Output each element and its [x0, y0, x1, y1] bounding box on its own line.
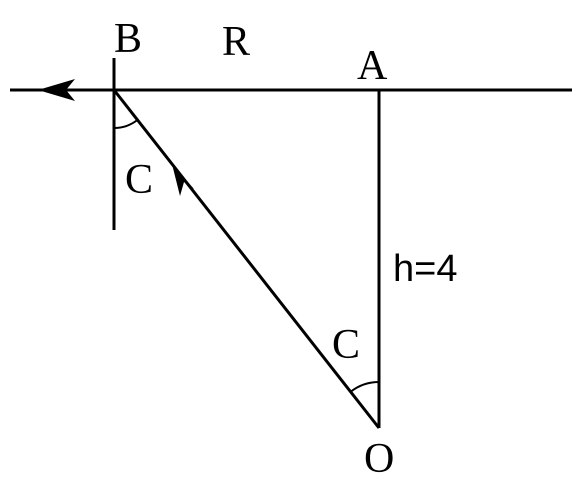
label-r: R	[222, 19, 250, 65]
label-a: A	[357, 43, 388, 89]
ray-arrow-head	[172, 164, 194, 196]
label-angle-c-b: C	[125, 157, 153, 203]
label-o: O	[364, 436, 394, 482]
label-angle-c-o: C	[332, 322, 360, 368]
label-b: B	[114, 16, 142, 62]
angle-arc-at-b	[113, 119, 139, 130]
angle-arc-at-o	[349, 380, 380, 393]
ray-o-to-b	[112, 89, 381, 429]
label-height: h=4	[393, 248, 457, 290]
surface-arrow-head	[38, 79, 75, 101]
